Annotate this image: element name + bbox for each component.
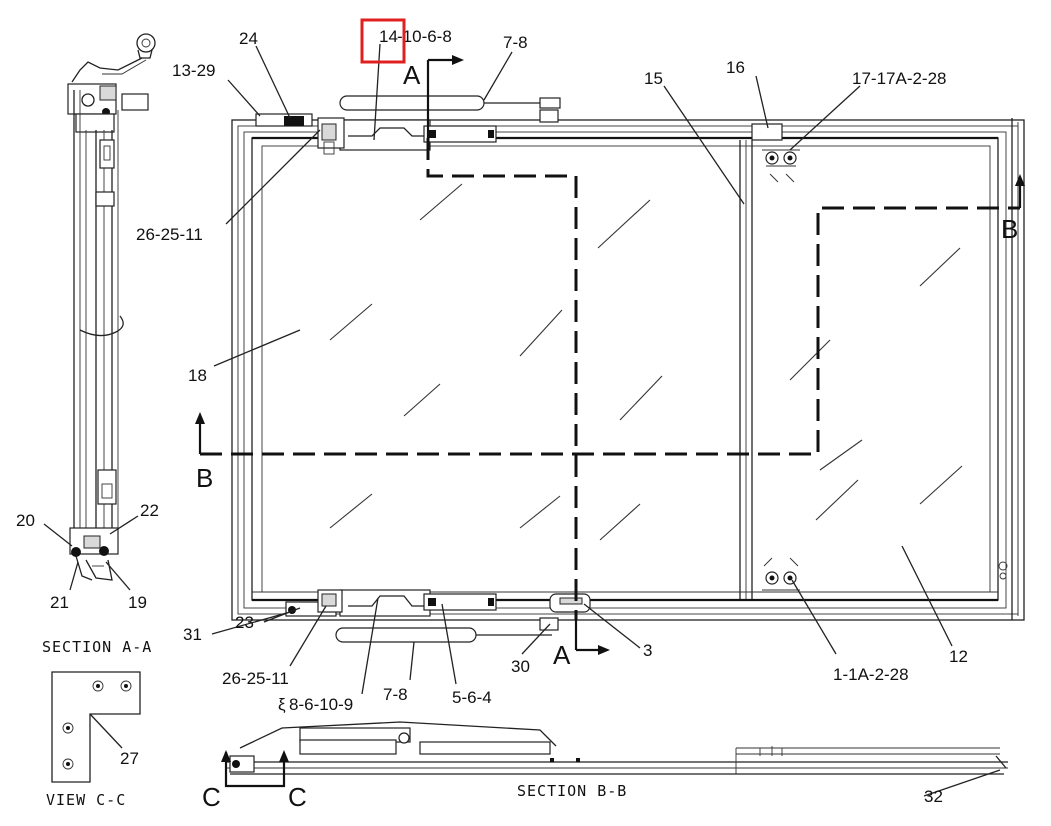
label-part-23: 23 <box>235 613 254 632</box>
section-mark-letters: A A B B C C <box>196 60 1018 812</box>
part-labels: 14 -10-6-8 7-8 24 13-29 15 16 17-17A-2-2… <box>16 27 968 806</box>
label-part-1: 1-1A-2-28 <box>833 665 909 684</box>
window-frame-drawing <box>231 95 1025 643</box>
captions: SECTION A-A SECTION B-B VIEW C-C <box>42 638 627 809</box>
label-part-14[interactable]: 14 <box>379 27 398 46</box>
label-part-20: 20 <box>16 511 35 530</box>
label-part-16: 16 <box>726 58 745 77</box>
label-part-26-bot: 26-25-11 <box>222 669 289 688</box>
label-part-7-8-top: 7-8 <box>503 33 528 52</box>
label-part-8: 8-6-10-9 <box>289 695 353 714</box>
label-part-18: 18 <box>188 366 207 385</box>
label-part-32: 32 <box>924 787 943 806</box>
label-part-17: 17-17A-2-28 <box>852 69 947 88</box>
section-mark-a-bottom: A <box>553 640 571 670</box>
section-mark-b-right: B <box>1001 214 1018 244</box>
label-part-14-rest: -10-6-8 <box>397 27 452 46</box>
label-part-19: 19 <box>128 593 147 612</box>
leader-lines <box>43 43 1001 797</box>
section-mark-b-left: B <box>196 463 213 493</box>
label-part-5: 5-6-4 <box>452 688 492 707</box>
caption-view-cc: VIEW C-C <box>46 791 126 809</box>
section-mark-c-left: C <box>202 782 221 812</box>
label-part-12: 12 <box>949 647 968 666</box>
glass-reflections <box>329 183 963 541</box>
caption-section-bb: SECTION B-B <box>517 782 627 800</box>
section-bb-drawing <box>221 721 1008 788</box>
label-part-7-8-bot: 7-8 <box>383 685 408 704</box>
label-part-27: 27 <box>120 749 139 768</box>
label-part-22: 22 <box>140 501 159 520</box>
label-part-13-29: 13-29 <box>172 61 215 80</box>
caption-section-aa: SECTION A-A <box>42 638 152 656</box>
label-part-26-top: 26-25-11 <box>136 225 203 244</box>
section-mark-a-top: A <box>403 60 421 90</box>
label-part-15: 15 <box>644 69 663 88</box>
label-part-30: 30 <box>511 657 530 676</box>
label-part-21: 21 <box>50 593 69 612</box>
label-part-8-prefix: ξ <box>278 695 286 714</box>
section-mark-c-right: C <box>288 782 307 812</box>
section-aa-drawing <box>67 33 156 581</box>
section-cut-lines <box>195 55 1025 655</box>
label-part-3: 3 <box>643 641 652 660</box>
highlight-box-part-14 <box>360 18 406 64</box>
label-part-24: 24 <box>239 29 258 48</box>
label-part-31: 31 <box>183 625 202 644</box>
